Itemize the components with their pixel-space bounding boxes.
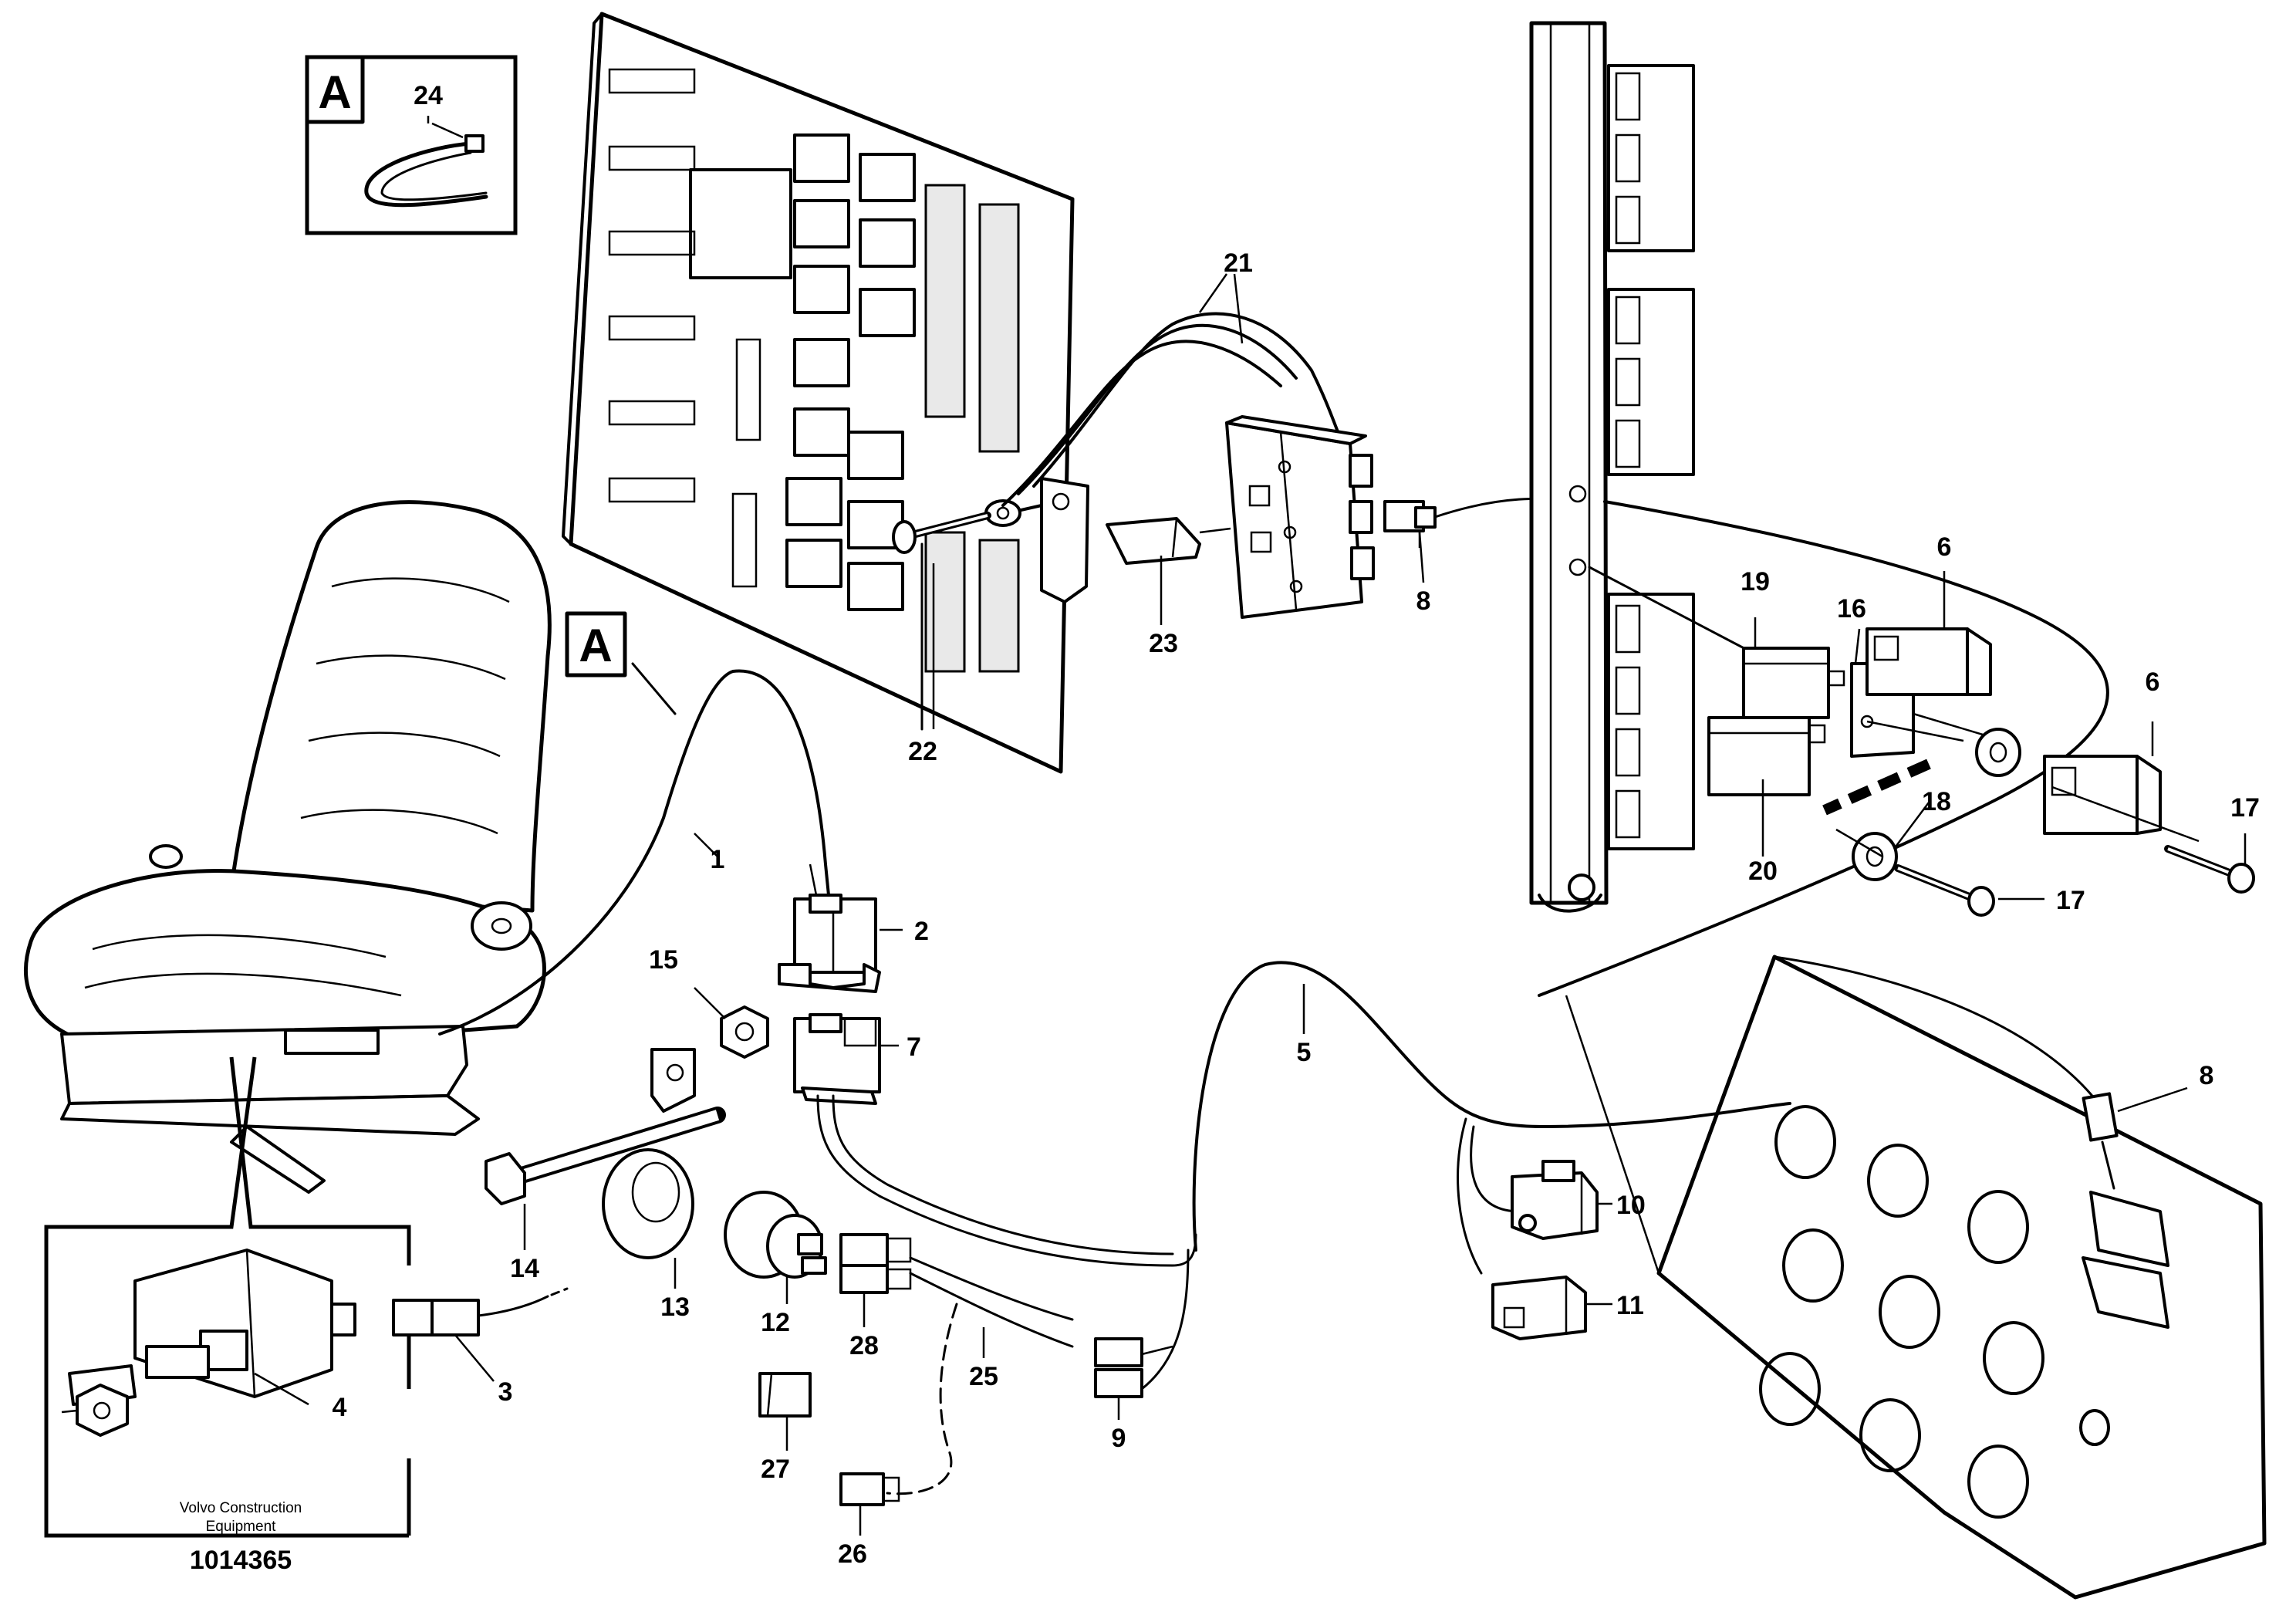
connector-28 (839, 1233, 912, 1294)
label-21: 21 (1224, 248, 1253, 278)
detail-switch-box (44, 1056, 411, 1538)
leader-lines (254, 116, 2247, 1536)
label-27: 27 (761, 1455, 790, 1484)
nut-15 (720, 1005, 769, 1059)
wire-harness-1 (438, 669, 831, 1036)
detail-a-callout-letter: A (579, 620, 612, 671)
label-22: 22 (908, 737, 937, 766)
label-6-left: 6 (1937, 532, 1952, 562)
detail-a-box: A (305, 55, 518, 235)
relay-20 (1707, 716, 1826, 796)
label-8-upper: 8 (1416, 586, 1431, 616)
relay-19 (1742, 647, 1845, 719)
plug-3 (392, 1287, 569, 1336)
label-10: 10 (1616, 1191, 1646, 1220)
sensor-12 (724, 1191, 827, 1279)
label-13: 13 (660, 1293, 690, 1322)
label-20: 20 (1748, 857, 1778, 886)
washer-18b (1852, 832, 1898, 881)
wire-harness-21 (1001, 273, 1344, 507)
board-connector-strips (608, 68, 761, 588)
bolt-14 (485, 1107, 726, 1205)
detail-a-letter: A (318, 66, 351, 118)
screw-17-lower (1894, 864, 1995, 917)
washer-18a (1975, 728, 2021, 777)
rail-wire-loop (1538, 500, 2109, 997)
part-labels: 24 21 23 8 22 19 16 6 6 17 18 20 17 8 1 … (333, 81, 2260, 1569)
fuse-holder-6-right (2043, 755, 2162, 835)
connector-block (1225, 415, 1375, 619)
screw-17-right (2164, 845, 2255, 894)
instrument-panel (1656, 955, 2267, 1600)
plug-23 (1106, 517, 1231, 565)
plug-27 (758, 1372, 812, 1418)
label-4: 4 (333, 1393, 347, 1422)
label-26: 26 (838, 1539, 867, 1569)
label-5: 5 (1297, 1038, 1312, 1067)
wire-harness-25 (886, 1256, 1074, 1495)
dashed-guide (1822, 759, 1931, 816)
circuit-board (562, 12, 1075, 774)
bolt-22-icon (892, 512, 991, 554)
relay-19-wire (1588, 566, 1753, 654)
label-1: 1 (711, 845, 725, 874)
footer-company-line2: Equipment (206, 1519, 277, 1535)
switch-4 (68, 1249, 356, 1406)
footer-drawing-number: 1014365 (190, 1546, 292, 1575)
footer-company-line1: Volvo Construction (180, 1500, 302, 1516)
board-relays (689, 133, 916, 611)
label-17-right: 17 (2230, 793, 2260, 823)
footer: Volvo Construction Equipment 1014365 (180, 1500, 302, 1575)
label-24: 24 (414, 81, 443, 110)
label-7: 7 (907, 1032, 921, 1062)
label-19: 19 (1741, 567, 1770, 596)
label-9: 9 (1112, 1424, 1126, 1453)
label-14: 14 (510, 1254, 539, 1283)
label-16: 16 (1837, 594, 1866, 623)
plug-8-lower (2082, 1092, 2119, 1190)
label-6-right: 6 (2146, 667, 2160, 697)
connector-7 (793, 1013, 881, 1105)
connector-2 (778, 894, 881, 993)
cable-tie-icon (364, 122, 488, 208)
switch-11 (1491, 1276, 1587, 1340)
ground-bracket (892, 477, 1089, 731)
operator-seat (23, 500, 552, 1194)
clamp-13 (602, 1048, 696, 1259)
wire-harness-5 (1192, 961, 1791, 1252)
screw-line-16 (1866, 720, 1964, 742)
label-17-lower: 17 (2056, 886, 2085, 915)
switch-10 (1511, 1160, 1599, 1240)
fuse-holder-6-left (1866, 627, 1992, 696)
label-18: 18 (1922, 787, 1951, 816)
rail-fuse-holders (1607, 64, 1695, 850)
label-25: 25 (969, 1362, 998, 1391)
label-15: 15 (649, 945, 678, 975)
label-2: 2 (914, 917, 929, 946)
label-3: 3 (498, 1377, 513, 1407)
mounting-rail (1529, 21, 1609, 913)
nut-icon (76, 1384, 129, 1437)
label-11: 11 (1616, 1291, 1644, 1320)
detail-a-callout: A (565, 611, 677, 715)
label-23: 23 (1149, 629, 1178, 658)
label-28: 28 (849, 1331, 879, 1360)
plug-26 (839, 1472, 900, 1506)
board-fuse-strips (924, 184, 1020, 673)
label-12: 12 (761, 1308, 790, 1337)
panel-terminal (2082, 1191, 2169, 1329)
label-8-lower: 8 (2200, 1061, 2214, 1090)
